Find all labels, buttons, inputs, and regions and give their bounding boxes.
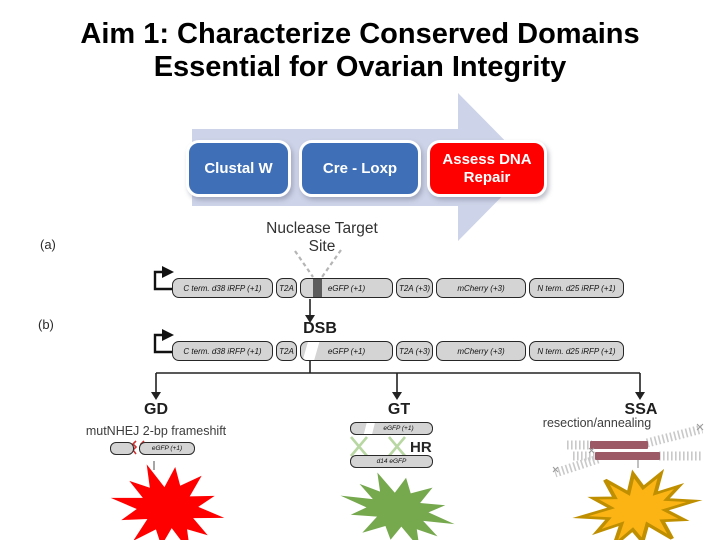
dsb-arrow xyxy=(305,299,315,323)
workflow-step-assess-dna-repair: Assess DNA Repair xyxy=(427,140,547,197)
nuclease-target-site-label: Nuclease Target Site xyxy=(266,220,378,255)
hr-label: HR xyxy=(410,439,432,456)
gt-label: GT xyxy=(387,401,411,418)
repair-pathway-bracket xyxy=(151,361,645,400)
workflow-step-clustal-w: Clustal W xyxy=(186,140,291,197)
dna-resection-annealing-diagram xyxy=(552,423,704,478)
slide-title-line2: Essential for Ovarian Integrity xyxy=(153,51,567,84)
slide-title: Aim 1: Characterize Conserved Domains Es… xyxy=(0,18,720,84)
ssa-caption: resection/annealing xyxy=(542,416,652,430)
promoter-arrow-icon-a xyxy=(153,266,174,291)
segment-pill: N term. d25 iRFP (+1) xyxy=(529,278,624,298)
panel-a-label: (a) xyxy=(40,237,56,252)
ssa-burst-shape xyxy=(576,466,700,540)
gd-egfp-pill: eGFP (+1) xyxy=(139,442,195,455)
dsb-label: DSB xyxy=(303,320,337,337)
segment-pill: T2A (+3) xyxy=(396,278,433,298)
cut-site-x-marks xyxy=(552,423,704,473)
workflow-step-label: Clustal W xyxy=(204,159,273,177)
dsb-break-gap xyxy=(301,342,320,360)
segment-pill: C term. d38 iRFP (+1) xyxy=(172,341,273,361)
gd-burst-shape xyxy=(103,456,232,540)
segment-pill-egfp-broken: eGFP (+1) xyxy=(300,341,393,361)
segment-pill-egfp-target: eGFP (+1) xyxy=(300,278,393,298)
segment-pill: T2A xyxy=(276,278,297,298)
gt-burst-shape xyxy=(332,463,463,540)
slide-title-line1: Aim 1: Characterize Conserved Domains xyxy=(80,18,640,50)
segment-pill: T2A xyxy=(276,341,297,361)
panel-b-label: (b) xyxy=(38,317,54,332)
gt-donor-pill: d14 eGFP xyxy=(350,455,433,468)
workflow-step-label: Assess DNA Repair xyxy=(442,151,532,186)
gd-label: GD xyxy=(144,401,168,418)
segment-pill: mCherry (+3) xyxy=(436,278,526,298)
segment-pill: N term. d25 iRFP (+1) xyxy=(529,341,624,361)
promoter-arrow-icon-b xyxy=(153,329,174,354)
segment-pill: mCherry (+3) xyxy=(436,341,526,361)
gd-left-stub-pill xyxy=(110,442,134,455)
crossover-x-icons xyxy=(350,436,406,457)
gt-broken-egfp-pill: eGFP (+1) xyxy=(350,422,433,435)
segment-pill: T2A (+3) xyxy=(396,341,433,361)
segment-pill: C term. d38 iRFP (+1) xyxy=(172,278,273,298)
workflow-step-cre-loxp: Cre - Loxp xyxy=(299,140,421,197)
ssa-label: SSA xyxy=(624,401,658,418)
nuclease-target-band xyxy=(313,279,322,297)
gd-caption: mutNHEJ 2-bp frameshift xyxy=(85,424,227,438)
gt-break-gap xyxy=(362,423,376,434)
workflow-step-label: Cre - Loxp xyxy=(322,159,398,177)
nuclease-target-dashed-lines xyxy=(294,249,342,278)
